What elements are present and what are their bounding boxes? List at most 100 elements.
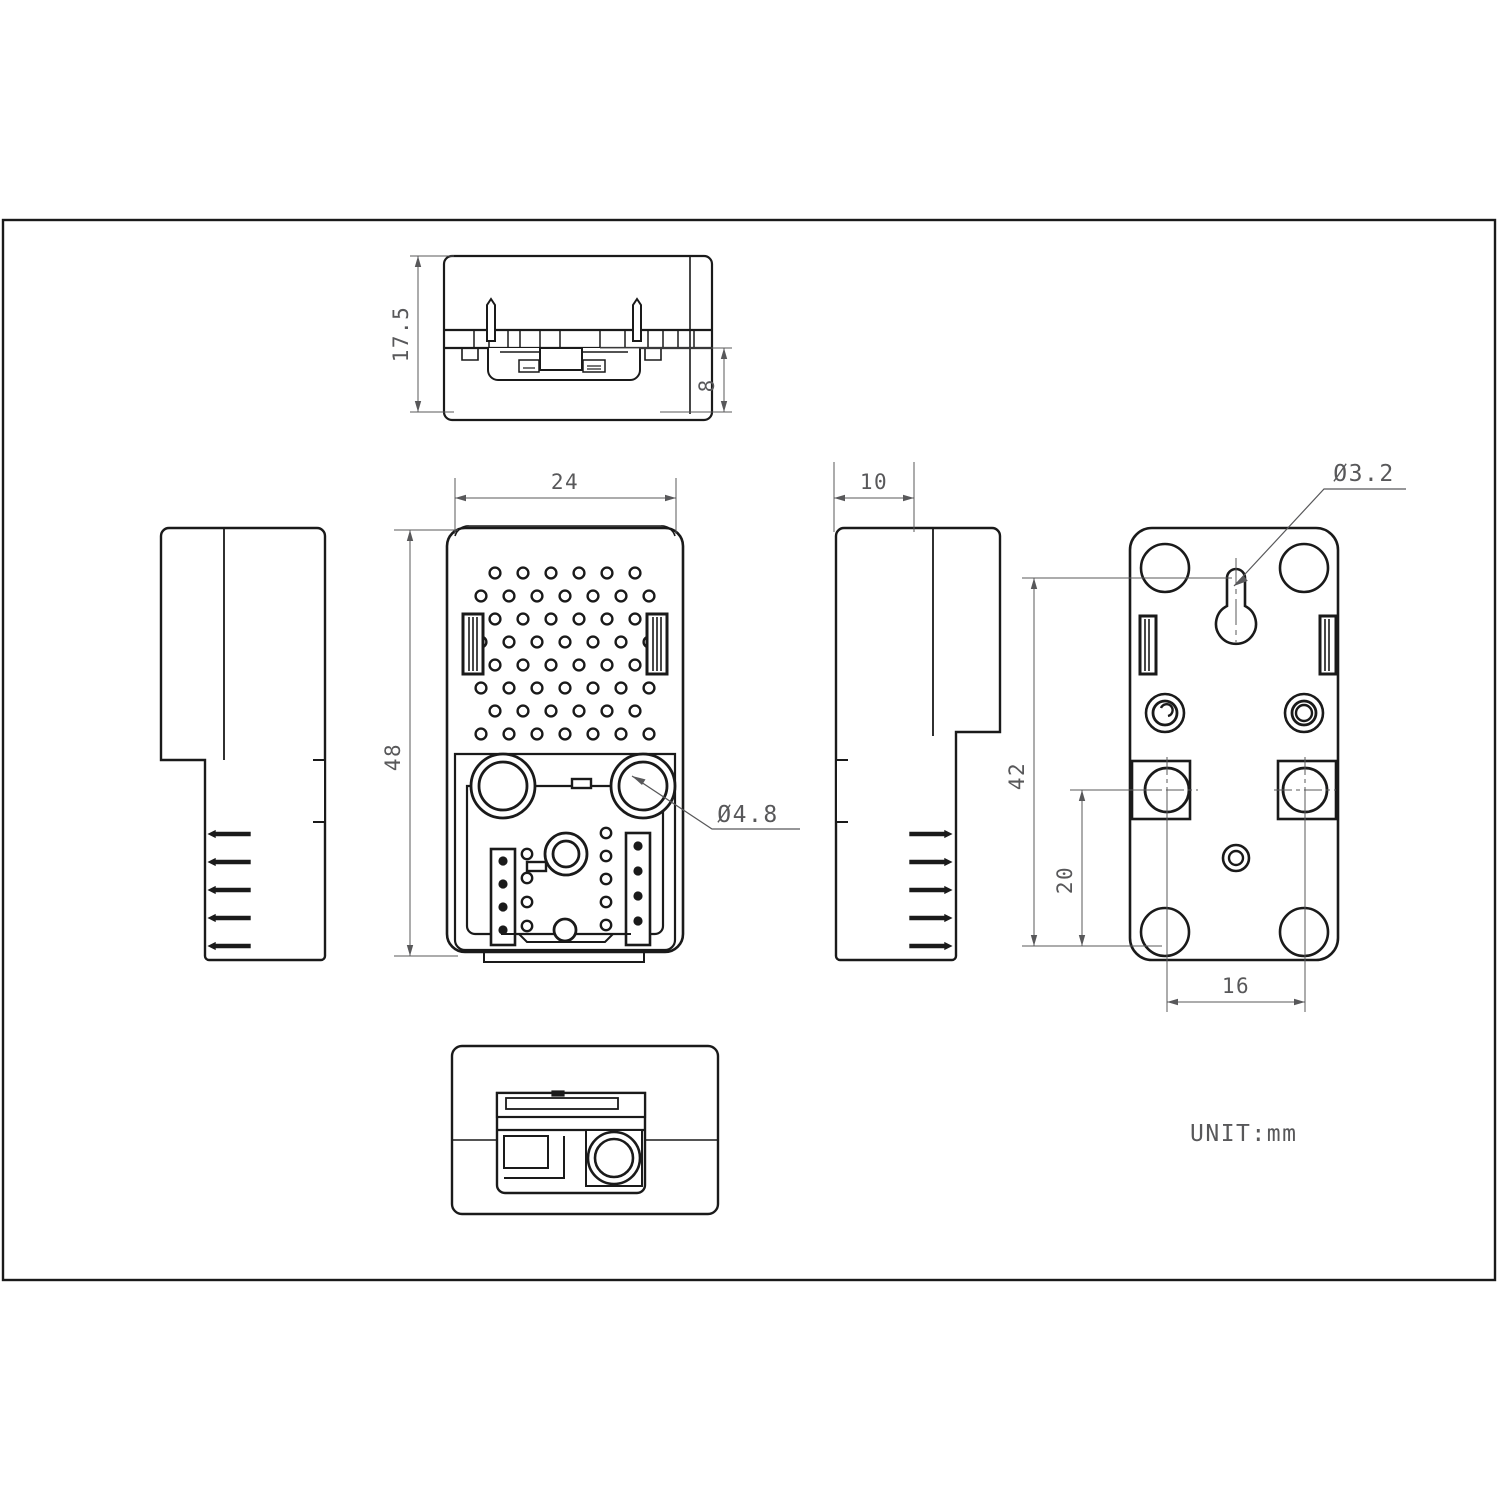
top-view-pad-hatch (523, 365, 601, 370)
pin-4 (909, 913, 953, 923)
pin-1 (909, 829, 953, 839)
arrow-left (455, 494, 466, 502)
sheet-border (1, 218, 1497, 1282)
header-pad-l2 (498, 879, 508, 889)
front-view-header-left (489, 847, 517, 947)
header-pad-r3 (633, 891, 643, 901)
dimension-label-42: 42 (1005, 762, 1029, 790)
dimension-17-5: 17.5 (389, 255, 454, 413)
bottom-view-port-inner (593, 1137, 635, 1179)
rear-view-corner-circle-bl (1139, 906, 1191, 958)
front-view-center-ring-inner (551, 839, 581, 869)
pin-2 (207, 857, 251, 867)
front-view-side-slots (461, 612, 669, 676)
dimension-label-48: 48 (381, 743, 405, 771)
arrow-down (406, 945, 414, 956)
dimension-42: 42 (1005, 577, 1232, 947)
front-view-bottom-lip (501, 933, 631, 943)
arrow-up (1078, 790, 1086, 801)
leader-arrow (1234, 575, 1248, 586)
rear-view-screw-right (1283, 692, 1325, 734)
top-view-outline (442, 254, 714, 422)
rear-view-screw-left (1144, 692, 1186, 734)
left-view-outline (159, 526, 327, 962)
arrow-right (903, 494, 914, 502)
pin-1 (207, 829, 251, 839)
pin-3 (909, 885, 953, 895)
rear-view-side-slots (1138, 614, 1338, 676)
front-view-bottom-hole (552, 917, 578, 943)
dimension-10: 10 (833, 462, 915, 532)
left-side-view (159, 526, 327, 962)
bottom-view-left-recess (503, 1135, 549, 1169)
arrow-right (1294, 998, 1305, 1006)
rear-view: Ø3.2 42 20 16 (1005, 461, 1406, 1012)
screw-inner-right (1294, 703, 1314, 723)
arrow-up (414, 256, 422, 267)
dimension-label-24: 24 (551, 470, 579, 494)
header-body-right (624, 831, 652, 947)
pin-4 (207, 913, 251, 923)
dimension-24: 24 (454, 470, 677, 534)
dimension-label-8: 8 (695, 380, 719, 393)
header-pad-l3 (498, 902, 508, 912)
front-view-header-right (624, 831, 652, 947)
leader-arrow (632, 776, 646, 785)
top-view-latch-post-right (632, 297, 642, 342)
bottom-view (450, 1044, 720, 1216)
bottom-view-rail-inner (505, 1097, 619, 1110)
boss-inner-right (617, 760, 669, 812)
front-view-smd-upper (570, 777, 593, 790)
front-view-via-column-right (599, 826, 613, 932)
vent-slot-left (1138, 614, 1158, 676)
top-view: 17.5 8 (389, 254, 732, 422)
front-view-boss-right (609, 752, 677, 820)
dimension-20: 20 (1053, 789, 1162, 946)
header-pad-r1 (633, 841, 643, 851)
arrow-down (414, 401, 422, 412)
rear-view-corner-circle-tr (1278, 542, 1330, 594)
dimension-label-10: 10 (860, 470, 888, 494)
rear-view-corner-circle-tl (1139, 542, 1191, 594)
arrow-down (1078, 935, 1086, 946)
arrow-left (834, 494, 845, 502)
header-pad-l4 (498, 925, 508, 935)
header-pad-r4 (633, 916, 643, 926)
arrow-up (1030, 578, 1038, 589)
right-view-side-notch (835, 759, 848, 823)
top-view-left-pad (518, 359, 540, 373)
top-view-shoulder-right (644, 348, 662, 361)
dimension-label-dia-4-8: Ø4.8 (717, 802, 778, 828)
top-view-shoulder-left (461, 348, 479, 361)
front-view-top-lip (454, 525, 676, 537)
leader-line (631, 775, 800, 830)
right-view-outline (834, 526, 1002, 962)
boss-inner-left (477, 760, 529, 812)
dimension-label-20: 20 (1053, 866, 1077, 894)
pin-3 (207, 885, 251, 895)
bottom-view-rail-tab (551, 1090, 565, 1097)
right-view-pin-group (909, 829, 953, 951)
dimension-48: 48 (381, 529, 458, 957)
leader-dia-3-2: Ø3.2 (1233, 461, 1406, 587)
right-side-view: 10 (833, 462, 1002, 962)
header-pad-r2 (633, 866, 643, 876)
leader-dia-4-8: Ø4.8 (631, 775, 800, 830)
arrow-down (720, 401, 728, 412)
screw-slot-left (1159, 702, 1174, 718)
arrow-right (665, 494, 676, 502)
unit-note: UNIT:mm (1190, 1121, 1297, 1147)
rear-view-backplate (1128, 526, 1340, 962)
front-view: 24 48 Ø4.8 (381, 470, 800, 963)
vent-slot-right (1318, 614, 1338, 676)
pin-5 (207, 941, 251, 951)
dimension-label-16: 16 (1222, 974, 1250, 998)
dimension-label-17-5: 17.5 (389, 306, 413, 363)
bottom-view-left-step (504, 1136, 565, 1179)
rear-view-corner-circle-br (1278, 906, 1330, 958)
front-view-smd-lower (525, 860, 548, 873)
top-view-connector-block (539, 347, 583, 371)
rear-view-center-ring-inner (1227, 849, 1245, 867)
